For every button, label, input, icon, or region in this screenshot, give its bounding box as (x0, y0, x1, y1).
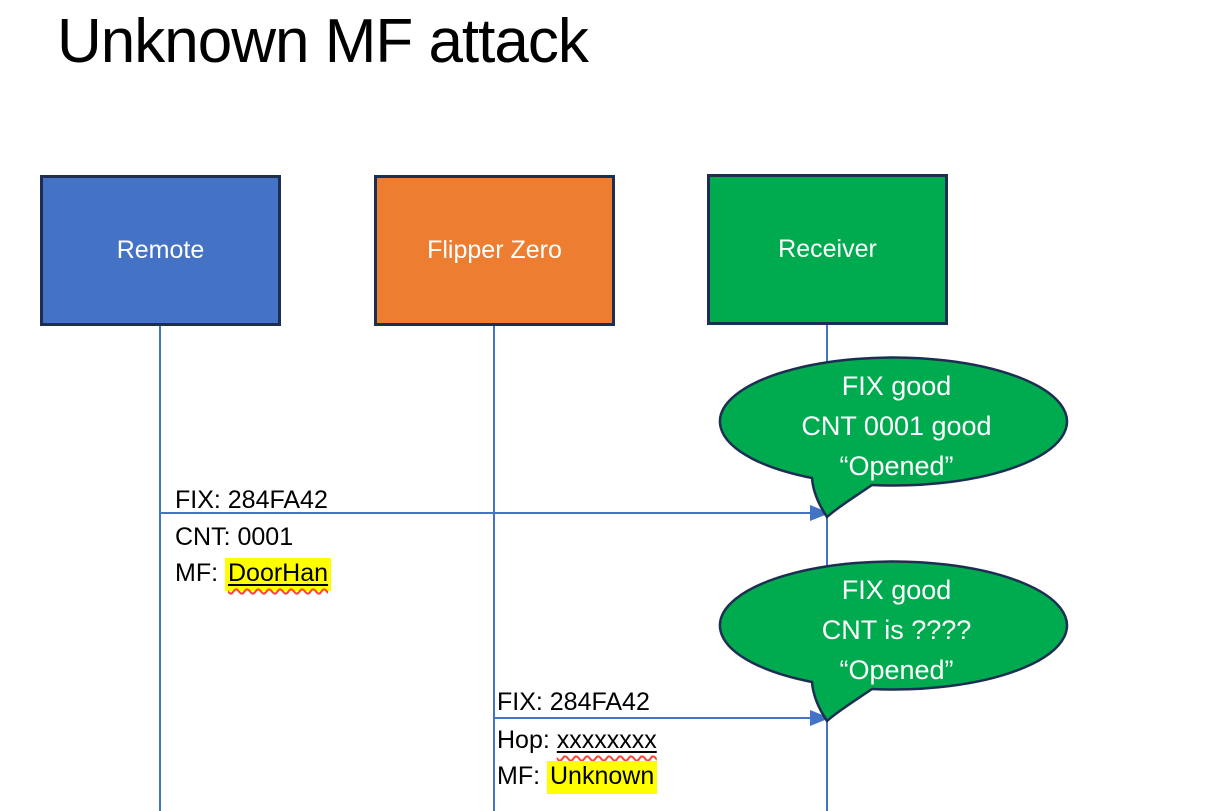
highlighted-value-unknown: Unknown (547, 761, 658, 794)
callout-2-text: FIX good CNT is ???? “Opened” (821, 575, 972, 685)
message-2-line-2: Hop: xxxxxxxx (497, 726, 657, 754)
callout-bubble-1 (718, 356, 1069, 519)
message-arrow-2-head-icon (810, 710, 830, 726)
callout-1-text: FIX good CNT 0001 good “Opened” (801, 371, 992, 481)
actor-box-receiver: Receiver (707, 174, 948, 325)
page-title: Unknown MF attack (57, 7, 589, 76)
actor-box-flipper-zero: Flipper Zero (374, 175, 615, 326)
message-arrow-1-head-icon (810, 505, 830, 521)
actor-label-remote: Remote (116, 236, 205, 264)
message-1-line-2: CNT: 0001 (175, 523, 294, 551)
highlighted-value-doorhan: DoorHan (225, 558, 332, 591)
actor-label-flipper-zero: Flipper Zero (427, 236, 562, 264)
actor-label-receiver: Receiver (778, 235, 877, 263)
message-1-line-1: FIX: 284FA42 (175, 486, 328, 514)
message-2-line-3: MF: Unknown (497, 760, 658, 794)
callout-bubble-2 (718, 560, 1069, 723)
actor-box-remote: Remote (40, 175, 281, 326)
message-2-line-1: FIX: 284FA42 (497, 688, 650, 716)
message-1-line-3: MF: DoorHan (175, 557, 332, 591)
squiggled-value-hop: xxxxxxxx (556, 726, 657, 754)
